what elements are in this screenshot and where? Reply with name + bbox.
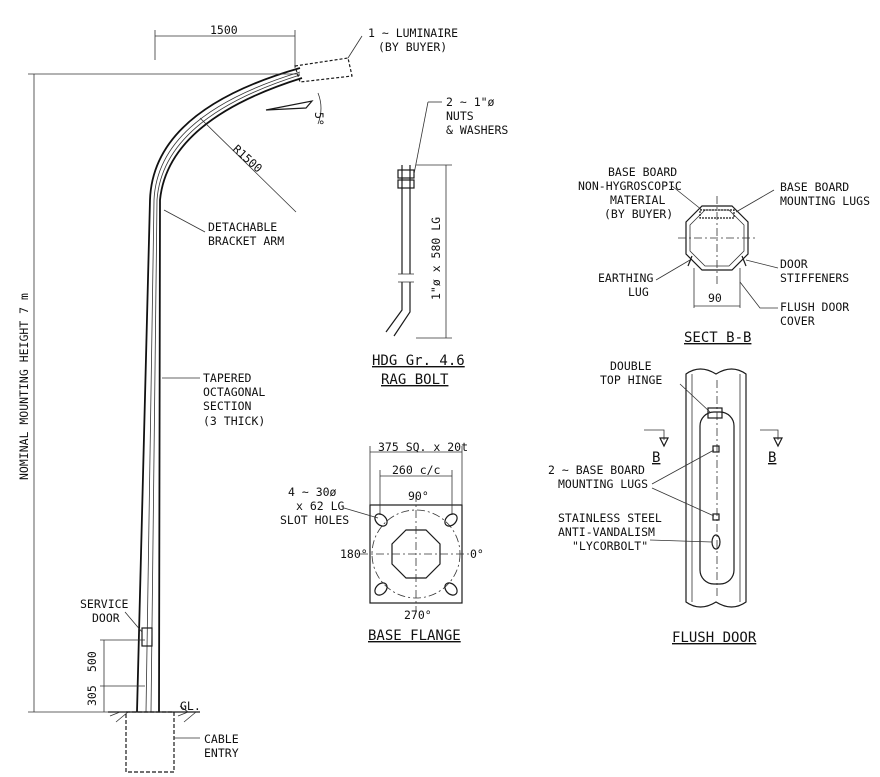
- lycorbolt-label-3: "LYCORBOLT": [572, 539, 648, 553]
- flush-door-title: FLUSH DOOR: [672, 630, 757, 646]
- rag-bolt-grade: HDG Gr. 4.6: [372, 353, 465, 369]
- section-label-2: OCTAGONAL: [203, 385, 265, 399]
- flush-cover-label: FLUSH DOOR: [780, 300, 849, 314]
- lycorbolt-label: STAINLESS STEEL: [558, 511, 662, 525]
- flange-centres: 260 c/c: [392, 463, 440, 477]
- bracket-label-2: BRACKET ARM: [208, 234, 284, 248]
- tilt-angle: 5°: [312, 112, 326, 126]
- earthing-lug-label-2: LUG: [628, 285, 649, 299]
- service-door-label: SERVICE: [80, 597, 129, 611]
- dimension-500: 500: [85, 651, 99, 672]
- dimension-305: 305: [85, 685, 99, 706]
- nuts-label-2: NUTS: [446, 109, 474, 123]
- slot-holes-label-2: x 62 LG: [296, 499, 345, 513]
- angle-180: 180°: [340, 547, 368, 561]
- section-bb-drawing: [655, 185, 779, 309]
- mounting-height-label: NOMINAL MOUNTING HEIGHT 7 m: [17, 293, 31, 480]
- nuts-label: 2 ~ 1"ø: [446, 95, 495, 109]
- bracket-label: DETACHABLE: [208, 220, 277, 234]
- hinge-label: DOUBLE: [610, 359, 652, 373]
- ground-level-label: GL.: [180, 699, 201, 713]
- rag-bolt-size: 1"ø x 580 LG: [429, 217, 443, 300]
- dimension-90: 90: [708, 291, 722, 305]
- radius-label: R1500: [230, 142, 265, 176]
- section-label: TAPERED: [203, 371, 252, 385]
- rag-bolt-drawing: [385, 101, 452, 339]
- slot-holes-label-3: SLOT HOLES: [280, 513, 349, 527]
- lycorbolt-label-2: ANTI-VANDALISM: [558, 525, 655, 539]
- angle-270: 270°: [404, 608, 432, 622]
- earthing-lug-label: EARTHING: [598, 271, 653, 285]
- cable-entry-label: CABLE: [204, 732, 239, 746]
- flush-cover-label-2: COVER: [780, 314, 815, 328]
- service-door-label-2: DOOR: [92, 611, 120, 625]
- section-mark-left: B: [652, 450, 660, 466]
- cable-entry-label-2: ENTRY: [204, 746, 239, 760]
- section-bb-title: SECT B-B: [684, 330, 751, 346]
- base-flange-drawing: [343, 446, 472, 612]
- mounting-lugs-label: BASE BOARD: [780, 180, 849, 194]
- pole-elevation: [28, 30, 363, 773]
- rag-bolt-title: RAG BOLT: [381, 372, 449, 388]
- nuts-label-3: & WASHERS: [446, 123, 508, 137]
- flange-size: 375 SQ. x 20t: [378, 440, 468, 454]
- base-board-label-3: MATERIAL: [610, 193, 665, 207]
- luminaire-icon: [294, 57, 353, 83]
- mounting-lugs-label-2: MOUNTING LUGS: [780, 194, 870, 208]
- luminaire-label: 1 ~ LUMINAIRE: [368, 26, 458, 40]
- angle-0: 0°: [470, 547, 484, 561]
- base-board-label: BASE BOARD: [608, 165, 677, 179]
- section-label-3: SECTION: [203, 399, 252, 413]
- luminaire-label-2: (BY BUYER): [378, 40, 447, 54]
- flush-door-drawing: [644, 368, 783, 608]
- slot-holes-label: 4 ~ 30ø: [288, 485, 337, 499]
- arm-reach-dimension: 1500: [210, 23, 238, 37]
- base-board-label-2: NON-HYGROSCOPIC: [578, 179, 682, 193]
- door-lugs-label: 2 ~ BASE BOARD: [548, 463, 645, 477]
- door-lugs-label-2: MOUNTING LUGS: [558, 477, 648, 491]
- hinge-label-2: TOP HINGE: [600, 373, 662, 387]
- stiffeners-label: DOOR: [780, 257, 808, 271]
- base-board-label-4: (BY BUYER): [604, 207, 673, 221]
- stiffeners-label-2: STIFFENERS: [780, 271, 849, 285]
- base-flange-title: BASE FLANGE: [368, 628, 461, 644]
- section-mark-right: B: [768, 450, 776, 466]
- section-label-4: (3 THICK): [203, 414, 265, 428]
- angle-90: 90°: [408, 489, 429, 503]
